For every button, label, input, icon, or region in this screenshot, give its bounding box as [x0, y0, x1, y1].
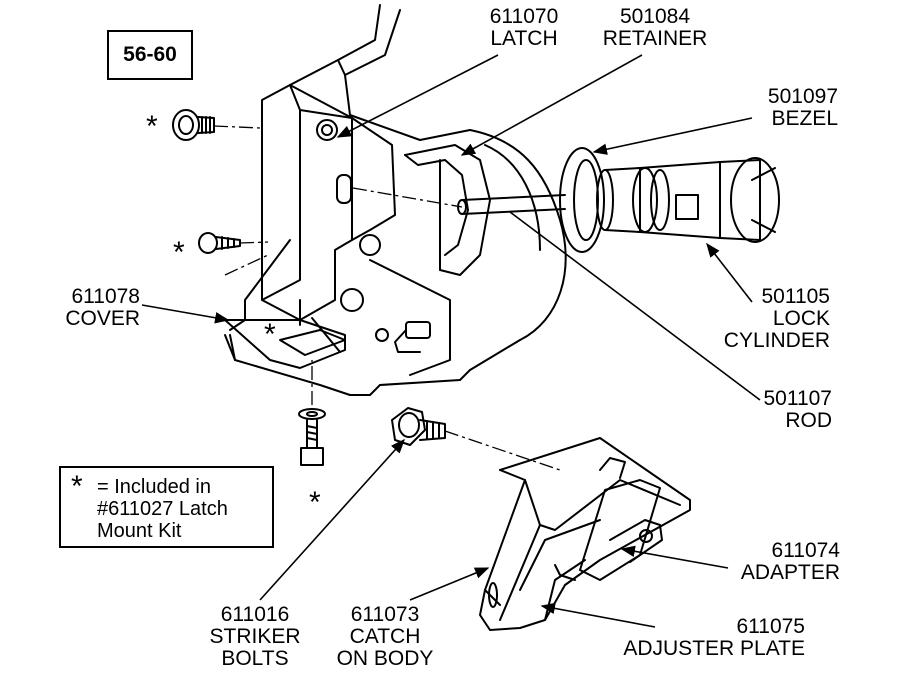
- year-badge: 56-60: [107, 30, 193, 80]
- leader-rod: [509, 211, 761, 401]
- label-adapter: 611074 ADAPTER: [740, 539, 840, 584]
- mount-screw-middle: [198, 232, 241, 254]
- striker-bolt: [391, 407, 446, 446]
- legend-line-3: Mount Kit: [97, 520, 182, 542]
- label-bezel: 501097 BEZEL: [767, 85, 838, 130]
- latch-mount-plate: [224, 259, 451, 376]
- label-rod: 501107 ROD: [763, 387, 832, 432]
- mount-screw-bottom: [298, 408, 326, 466]
- label-striker-bolts: 611016 STRIKER BOLTS: [209, 603, 301, 670]
- retainer-clip: [404, 144, 491, 276]
- label-latch: 611070 LATCH: [489, 5, 559, 50]
- rod: [457, 194, 566, 215]
- asterisk-plate: *: [264, 318, 276, 351]
- catch-on-body: [479, 437, 691, 631]
- asterisk-screw-bottom: *: [309, 486, 321, 519]
- label-adjuster-plate: 611075 ADJUSTER PLATE: [623, 615, 805, 660]
- door-panel: [224, 4, 567, 396]
- leader-adjuster-plate: [540, 602, 656, 628]
- leader-latch: [336, 54, 499, 138]
- asterisk-screw-middle: *: [173, 236, 185, 269]
- mount-screw-top: [172, 109, 215, 141]
- legend-line-2: #611027 Latch: [97, 498, 228, 520]
- label-cover: 611078 COVER: [65, 285, 140, 330]
- leader-cover: [141, 304, 230, 324]
- alignment-lines: [213, 125, 561, 471]
- leader-retainer: [460, 54, 643, 156]
- latch-body: [261, 84, 396, 342]
- label-retainer: 501084 RETAINER: [602, 5, 708, 50]
- kit-legend: * = Included in #611027 Latch Mount Kit: [59, 466, 274, 548]
- legend-asterisk: *: [71, 470, 83, 503]
- legend-line-1: = Included in: [97, 476, 211, 498]
- leader-lock-cylinder: [706, 242, 753, 303]
- label-catch-on-body: 611073 CATCH ON BODY: [336, 603, 434, 670]
- leader-catch-on-body: [409, 567, 490, 601]
- label-lock-cylinder: 501105 LOCK CYLINDER: [723, 285, 830, 352]
- leader-striker-bolts: [259, 438, 405, 601]
- asterisk-screw-top: *: [146, 110, 158, 143]
- leader-adapter: [620, 545, 729, 569]
- adapter-adjuster: [544, 479, 663, 621]
- lock-cylinder: [596, 157, 780, 243]
- leader-bezel: [592, 117, 753, 155]
